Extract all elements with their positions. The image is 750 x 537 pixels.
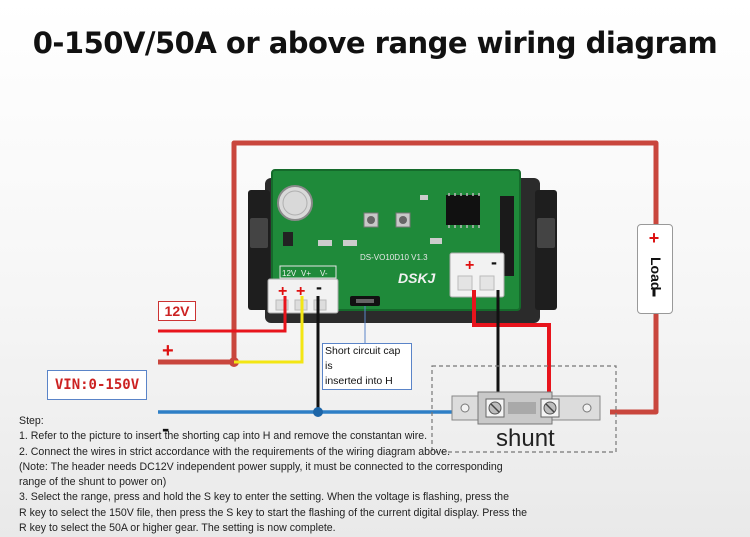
supply-12v-wire	[158, 296, 287, 333]
vin-plus-sign: +	[162, 340, 174, 362]
shunt-dashed-box	[431, 365, 617, 453]
load-plus-sign: +	[648, 228, 660, 248]
current-connector	[449, 252, 505, 298]
board-logo: DSKJ	[398, 270, 437, 286]
step-line: Step:	[19, 415, 44, 427]
ground-junction-dot	[313, 407, 323, 417]
module-plus-2: +	[296, 283, 305, 300]
step-line: 2. Connect the wires in strict accordanc…	[19, 445, 451, 458]
jumper-header-h	[350, 296, 380, 306]
pin-label-12v: 12V	[282, 269, 297, 278]
header-plus: +	[465, 257, 474, 274]
header-minus: -	[491, 252, 497, 272]
callout-line-2: inserted into H	[325, 375, 393, 387]
mcu-chip	[446, 195, 480, 225]
shunt	[451, 391, 601, 425]
vplus-yellow-wire	[234, 296, 304, 364]
step-line: range of the shunt to power on)	[19, 476, 167, 489]
module-minus: -	[316, 277, 322, 297]
instruction-steps: Step: 1. Refer to the picture to insert …	[19, 414, 549, 536]
step-line: 3. Select the range, press and hold the …	[19, 491, 509, 504]
pin-label-vplus: V+	[301, 269, 311, 278]
callout-line-1: Short circuit cap is	[325, 345, 401, 372]
shunt-label: shunt	[496, 425, 555, 452]
gnd-minus-sign: -	[162, 416, 170, 441]
board-silk-model: DS-VO10D10 V1.3	[360, 253, 428, 262]
vin-positive-wire	[158, 140, 659, 415]
pin-label-vminus: V-	[320, 269, 328, 278]
jumper-callout: Short circuit cap is inserted into H	[322, 343, 412, 390]
page-title: 0-150V/50A or above range wiring diagram	[32, 26, 718, 60]
step-line: (Note: The header needs DC12V independen…	[19, 460, 503, 473]
step-line: R key to select the 150V file, then pres…	[19, 506, 527, 519]
supply-12v-label: 12V	[158, 301, 196, 321]
load-minus-sign	[652, 288, 656, 297]
step-line: 1. Refer to the picture to insert the sh…	[19, 430, 428, 443]
load-box	[637, 224, 673, 314]
vin-range-label: VIN:0-150V	[47, 370, 147, 400]
step-line: R key to select the 50A or higher gear. …	[19, 522, 336, 535]
module-plus-1: +	[278, 283, 287, 300]
load-label: Load	[648, 257, 664, 291]
current-plus-wire	[472, 290, 551, 405]
